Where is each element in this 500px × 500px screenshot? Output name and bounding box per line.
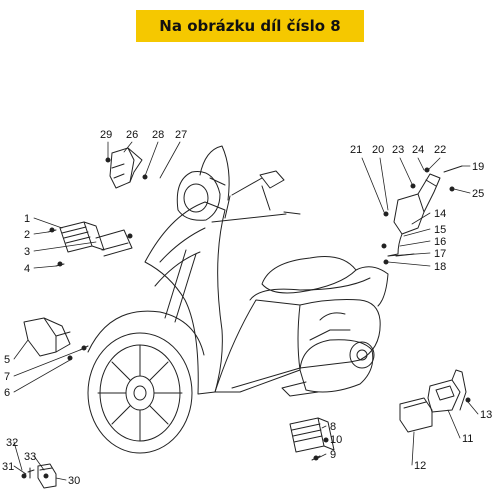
- bracket-group-5: [23, 317, 89, 361]
- small-group-30: [21, 463, 57, 489]
- callout-13: 13: [480, 409, 492, 421]
- callout-12: 12: [414, 460, 426, 472]
- sensor-group-14: [381, 165, 463, 265]
- callout-6: 6: [4, 387, 10, 399]
- banner-text: Na obrázku díl číslo 8: [159, 17, 341, 35]
- callout-7: 7: [4, 371, 10, 383]
- callout-25: 25: [472, 188, 484, 200]
- regulator-part-8: [289, 417, 335, 461]
- callout-11: 11: [462, 433, 473, 445]
- callout-30: 30: [68, 475, 80, 487]
- callout-18: 18: [434, 261, 446, 273]
- callout-2: 2: [24, 229, 30, 241]
- callout-32: 32: [6, 437, 18, 449]
- callout-19: 19: [472, 161, 484, 173]
- callout-29: 29: [100, 129, 112, 141]
- callout-5: 5: [4, 354, 10, 366]
- callout-14: 14: [434, 208, 446, 220]
- callout-10: 10: [330, 434, 342, 446]
- callout-26: 26: [126, 129, 138, 141]
- module-group-11: [399, 369, 471, 433]
- callout-21: 21: [350, 144, 362, 156]
- callout-28: 28: [152, 129, 164, 141]
- callout-22: 22: [434, 144, 446, 156]
- callout-33: 33: [24, 451, 36, 463]
- regulator-group-1: [47, 221, 133, 267]
- callout-20: 20: [372, 144, 384, 156]
- scooter-illustration: [87, 145, 389, 454]
- callout-23: 23: [392, 144, 404, 156]
- part-banner: Na obrázku díl číslo 8: [136, 10, 364, 42]
- callout-4: 4: [24, 263, 30, 275]
- callout-3: 3: [24, 246, 30, 258]
- bracket-group-26: [105, 147, 148, 189]
- callout-31: 31: [2, 461, 14, 473]
- leader-lines: [13, 141, 479, 481]
- callout-15: 15: [434, 224, 446, 236]
- callout-1: 1: [24, 213, 30, 225]
- callout-27: 27: [175, 129, 187, 141]
- callout-8: 8: [330, 421, 336, 433]
- callout-labels: 29 26 28 27 1 2 3 4 5 7 6 21 20 23 24 22…: [2, 129, 492, 487]
- callout-24: 24: [412, 144, 424, 156]
- callout-16: 16: [434, 236, 446, 248]
- callout-9: 9: [330, 449, 336, 461]
- callout-17: 17: [434, 248, 446, 260]
